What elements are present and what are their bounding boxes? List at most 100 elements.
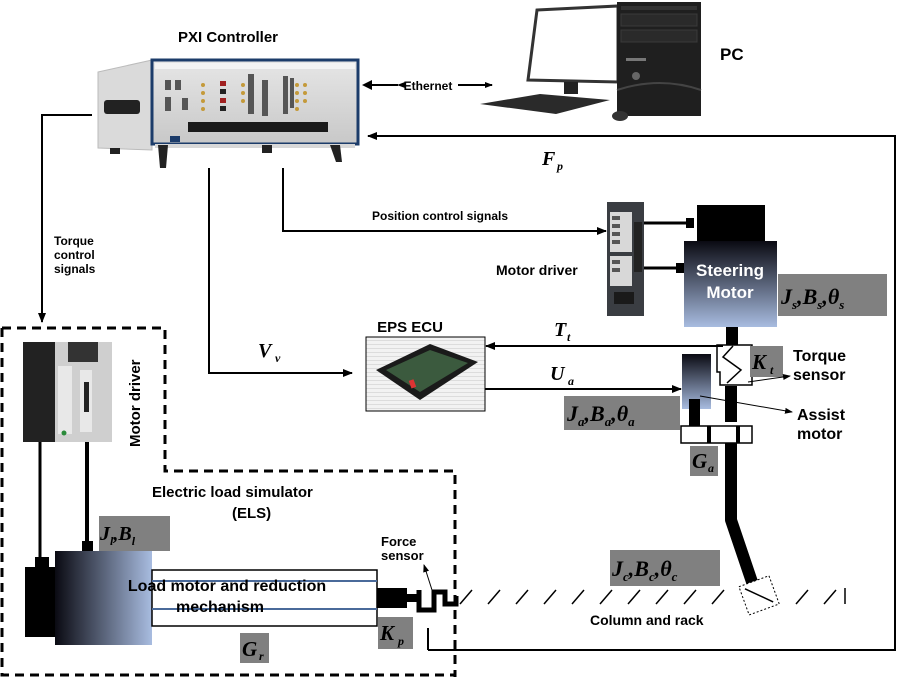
symbol-Gr: G r (242, 637, 264, 663)
rack-tooth (459, 589, 473, 605)
shaft (407, 594, 419, 602)
rack-tooth (571, 589, 585, 605)
gear-line (707, 426, 711, 443)
kt-box (750, 346, 783, 377)
steering-column (725, 443, 758, 584)
symbol-Ga: G a (692, 449, 714, 475)
rack-tooth (683, 589, 697, 605)
torque-control-label: Torque control signals (54, 234, 96, 276)
assist-params-box (564, 396, 680, 430)
pxi-controller-image (97, 58, 360, 168)
assist-gearbox (680, 425, 753, 444)
rack-tooth (515, 589, 529, 605)
assist-motor-shaft (689, 399, 700, 427)
assist-motor-label-2: motor (797, 426, 842, 443)
gear-line (736, 426, 740, 443)
torque-control-line (38, 114, 92, 323)
svg-text:t: t (567, 330, 571, 344)
torque-sensor-label-1: Torque (793, 348, 846, 365)
steering-params-box (778, 274, 887, 316)
svg-text:t: t (770, 363, 774, 377)
connector (35, 557, 49, 569)
steering-motor-label-2: Motor (706, 283, 754, 302)
motor-driver-top-label: Motor driver (496, 262, 578, 278)
connector (676, 263, 684, 273)
ethernet-label: Ethernet (404, 79, 453, 93)
rack-tooth (627, 589, 641, 605)
symbol-steering-params: Js,Bs,θs (780, 284, 844, 312)
load-motor-encoder (25, 567, 55, 637)
load-motor-label-1: Load motor and reduction (128, 578, 326, 595)
fp-feedback-line (367, 132, 896, 651)
svg-text:G: G (242, 637, 257, 661)
svg-text:r: r (259, 649, 264, 663)
position-control-line (282, 168, 607, 235)
svg-text:G: G (692, 449, 707, 473)
load-params-box (99, 516, 170, 551)
els-label-2: (ELS) (232, 505, 271, 522)
eps-ecu-image (365, 336, 486, 412)
rack-tooth (711, 589, 725, 605)
symbol-load-params: Jl,Bl (99, 523, 136, 548)
svg-text:K: K (379, 621, 396, 645)
symbol-column-params: Jc,Bc,θc (611, 556, 678, 584)
ga-box (690, 446, 718, 476)
rack-tooth (487, 589, 501, 605)
steering-shaft-upper (726, 327, 738, 345)
els-label-1: Electric load simulator (152, 484, 313, 501)
symbol-Vv: V v (258, 340, 281, 365)
symbol-Ua: U a (550, 363, 574, 388)
rack-tooth (655, 589, 669, 605)
load-motor (55, 551, 152, 645)
pxi-handle (104, 100, 140, 114)
force-sensor (416, 589, 459, 613)
position-control-label: Position control signals (372, 209, 508, 223)
svg-text:T: T (554, 319, 567, 341)
svg-text:Torque: Torque (54, 234, 94, 248)
steering-shaft-mid (725, 386, 737, 422)
svg-text:Jc,Bc,θc: Jc,Bc,θc (611, 556, 678, 584)
kp-box (378, 617, 413, 649)
reduction-mechanism (151, 569, 378, 627)
column-params-box (610, 550, 720, 586)
symbol-Fp: F p (541, 148, 563, 173)
motor-driver-left-label: Motor driver (127, 359, 144, 447)
svg-text:V: V (258, 340, 273, 362)
assist-motor-label-1: Assist (797, 407, 846, 424)
gr-box (240, 633, 269, 663)
assist-motor-pointer (699, 395, 793, 414)
torque-sensor-pointer (747, 374, 791, 383)
svg-text:p: p (397, 634, 404, 648)
force-sensor-label-1: Force (381, 534, 416, 549)
steering-motor (684, 241, 777, 327)
svg-text:Ja,Ba,θa: Ja,Ba,θa (566, 401, 635, 429)
ethernet-arrowhead-left (362, 80, 372, 90)
svg-text:a: a (568, 374, 574, 388)
svg-text:signals: signals (54, 262, 96, 276)
svg-text:v: v (275, 351, 281, 365)
svg-text:p: p (556, 159, 563, 173)
rack-tooth (599, 589, 613, 605)
motor-driver-left-image (23, 342, 112, 442)
symbol-Kt: K t (751, 350, 774, 377)
svg-text:Js,Bs,θs: Js,Bs,θs (780, 284, 844, 312)
rack-tooth (543, 589, 557, 605)
coupling (377, 588, 407, 608)
svg-text:control: control (54, 248, 95, 262)
svg-text:a: a (708, 461, 714, 475)
els-boundary-lower (0, 328, 455, 677)
symbol-Tt: T t (554, 319, 571, 344)
svg-text:K: K (751, 350, 768, 374)
svg-text:F: F (541, 148, 556, 170)
connector (82, 541, 93, 551)
pc-label: PC (720, 45, 744, 64)
eps-ecu-label: EPS ECU (377, 319, 443, 336)
column-rack-label: Column and rack (590, 612, 704, 628)
rack-tooth (795, 589, 809, 605)
els-boundary-upper (2, 326, 457, 677)
torque-sensor-label-2: sensor (793, 367, 845, 384)
svg-text:Jl,Bl: Jl,Bl (99, 523, 136, 548)
rack-tooth (823, 589, 837, 605)
steering-motor-label-1: Steering (696, 261, 764, 280)
